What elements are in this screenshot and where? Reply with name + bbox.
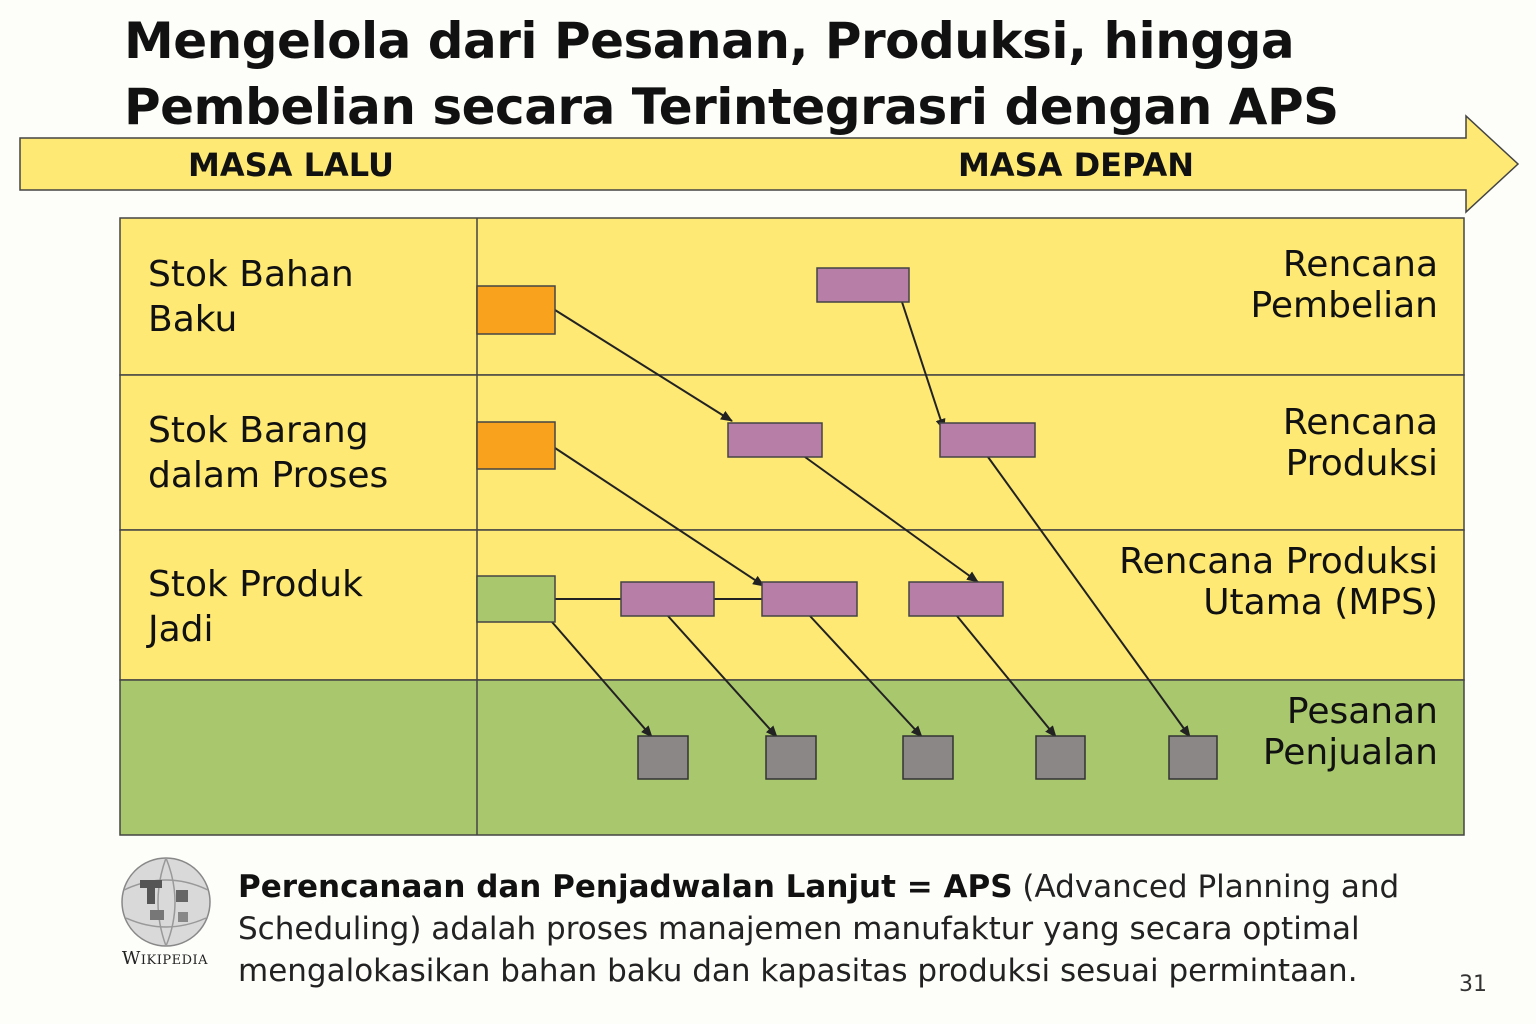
plan-label-sales-orders: Pesanan Penjualan	[1018, 691, 1438, 773]
plan-label-line: Produksi	[1285, 443, 1438, 484]
link-stock-finished-to-order	[551, 621, 653, 738]
mps-box-3	[908, 581, 1004, 617]
timeline-future-label: MASA DEPAN	[958, 146, 1195, 184]
sales-order-box-3	[902, 735, 954, 780]
purchase-plan-box	[816, 267, 910, 303]
link-mps-2-to-order	[809, 615, 923, 738]
plan-label-line: Penjualan	[1262, 732, 1438, 773]
title-line-1: Mengelola dari Pesanan, Produksi, hingga	[124, 12, 1295, 70]
page-number: 31	[1459, 972, 1487, 997]
row-label-line: Stok Bahan	[148, 254, 354, 295]
footer-description: Perencanaan dan Penjadwalan Lanjut = APS…	[238, 866, 1418, 992]
row-label-line: Jadi	[148, 609, 214, 650]
wikipedia-logo-wordmark: Wikipedia	[121, 948, 209, 969]
mps-box-1	[620, 581, 715, 617]
row-label-line: Stok Barang	[148, 410, 369, 451]
wikipedia-globe-icon	[121, 857, 211, 947]
sales-order-box-4	[1035, 735, 1086, 780]
plan-label-line: Rencana	[1282, 402, 1438, 443]
production-plan-box-1	[727, 422, 823, 458]
mps-box-2	[761, 581, 858, 617]
timeline-past-label: MASA LALU	[188, 146, 394, 184]
link-wip-plan-to-order	[987, 456, 1191, 738]
row-label-finished: Stok Produk Jadi	[148, 562, 468, 652]
plan-label-line: Rencana Produksi	[1119, 541, 1438, 582]
plan-label-production: Rencana Produksi	[1018, 402, 1438, 484]
sales-order-box-2	[765, 735, 817, 780]
link-wip-plan-to-mps	[804, 456, 979, 583]
footer-body-text: (Advanced Planning and Scheduling) adala…	[238, 869, 1400, 989]
footer-bold-text: Perencanaan dan Penjadwalan Lanjut = APS	[238, 869, 1013, 905]
title-line-2: Pembelian secara Terintegrasri dengan AP…	[124, 78, 1339, 136]
plan-label-line: Utama (MPS)	[1203, 582, 1438, 623]
stock-wip-box	[476, 421, 556, 470]
stock-finished-box	[476, 575, 556, 623]
link-mps-3-to-order	[956, 615, 1057, 738]
link-purchase-to-wip-plan	[901, 301, 946, 431]
timeline-arrow	[19, 114, 1520, 214]
plan-label-line: Pesanan	[1286, 691, 1438, 732]
link-stock-wip-to-mps	[554, 447, 765, 587]
row-label-line: Baku	[148, 299, 238, 340]
sales-order-box-5	[1168, 735, 1218, 780]
row-label-raw-material: Stok Bahan Baku	[148, 252, 468, 342]
link-mps-1-to-order	[667, 615, 778, 738]
page-title: Mengelola dari Pesanan, Produksi, hingga…	[124, 8, 1424, 140]
stock-raw-material-box	[476, 285, 556, 335]
row-raw-material-bg	[119, 217, 1465, 376]
plan-label-line: Rencana	[1282, 244, 1438, 285]
sales-order-box-1	[637, 735, 689, 780]
plan-label-mps: Rencana Produksi Utama (MPS)	[1018, 541, 1438, 623]
row-label-line: dalam Proses	[148, 455, 389, 496]
link-stock-raw-to-wip-plan	[554, 309, 733, 422]
row-label-wip: Stok Barang dalam Proses	[148, 408, 468, 498]
plan-label-purchase: Rencana Pembelian	[1018, 244, 1438, 326]
plan-label-line: Pembelian	[1250, 285, 1438, 326]
production-plan-box-2	[939, 422, 1036, 458]
row-label-line: Stok Produk	[148, 564, 363, 605]
